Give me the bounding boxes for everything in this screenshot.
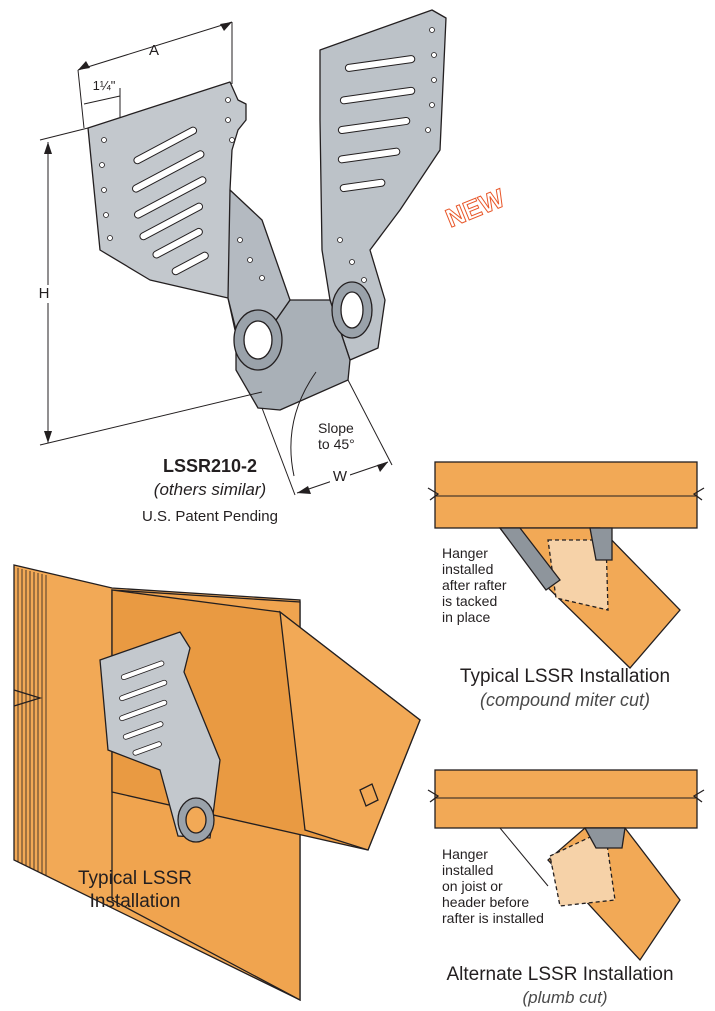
compound-install-title: Typical LSSR Installation (459, 666, 671, 687)
plumb-install-illustration (427, 769, 705, 962)
dimension-w-label: W (330, 468, 350, 486)
plumb-install-note: Hanger installed on joist or header befo… (442, 846, 544, 926)
compound-install-note: Hanger installed after rafter is tacked … (442, 545, 507, 625)
note-line: header before (442, 894, 530, 910)
small-hanger-slots (119, 660, 168, 756)
patent-notice: U.S. Patent Pending (142, 508, 278, 525)
note-line: on joist or (442, 878, 503, 894)
dimension-arrows (44, 22, 388, 494)
note-line: installed (442, 561, 494, 577)
left-flange-slots (132, 126, 209, 276)
note-line: Hanger (442, 846, 488, 862)
note-line: after rafter (442, 577, 507, 593)
compound-install-subtitle: (compound miter cut) (479, 690, 651, 710)
bolt-holes (233, 281, 373, 371)
typical-install-title: Typical LSSR Installation (20, 868, 250, 914)
plumb-install-subtitle: (plumb cut) (522, 988, 608, 1007)
dimension-offset-label: 1¼" (92, 78, 116, 93)
plumb-install-title: Alternate LSSR Installation (446, 964, 674, 985)
nail-holes (99, 27, 437, 283)
right-flange-slots (337, 55, 416, 193)
product-name: LSSR210-2 (162, 456, 258, 476)
note-line: rafter is installed (442, 910, 544, 926)
dimension-a-label: A (148, 42, 159, 59)
slope-label: Slope to 45° (318, 420, 355, 452)
product-others: (others similar) (153, 480, 267, 499)
note-line: Hanger (442, 545, 488, 561)
note-line: installed (442, 862, 494, 878)
note-line: in place (442, 609, 491, 625)
note-line: is tacked (442, 593, 498, 609)
dimension-h-label: H (34, 285, 54, 303)
slope-line-2: to 45° (318, 436, 355, 452)
title-line-2: Installation (89, 890, 181, 912)
title-line-1: Typical LSSR (77, 868, 193, 889)
slope-line-1: Slope (318, 420, 354, 436)
compound-install-illustration (427, 461, 705, 669)
dimension-lines (39, 21, 393, 496)
typical-install-illustration (13, 564, 421, 1002)
